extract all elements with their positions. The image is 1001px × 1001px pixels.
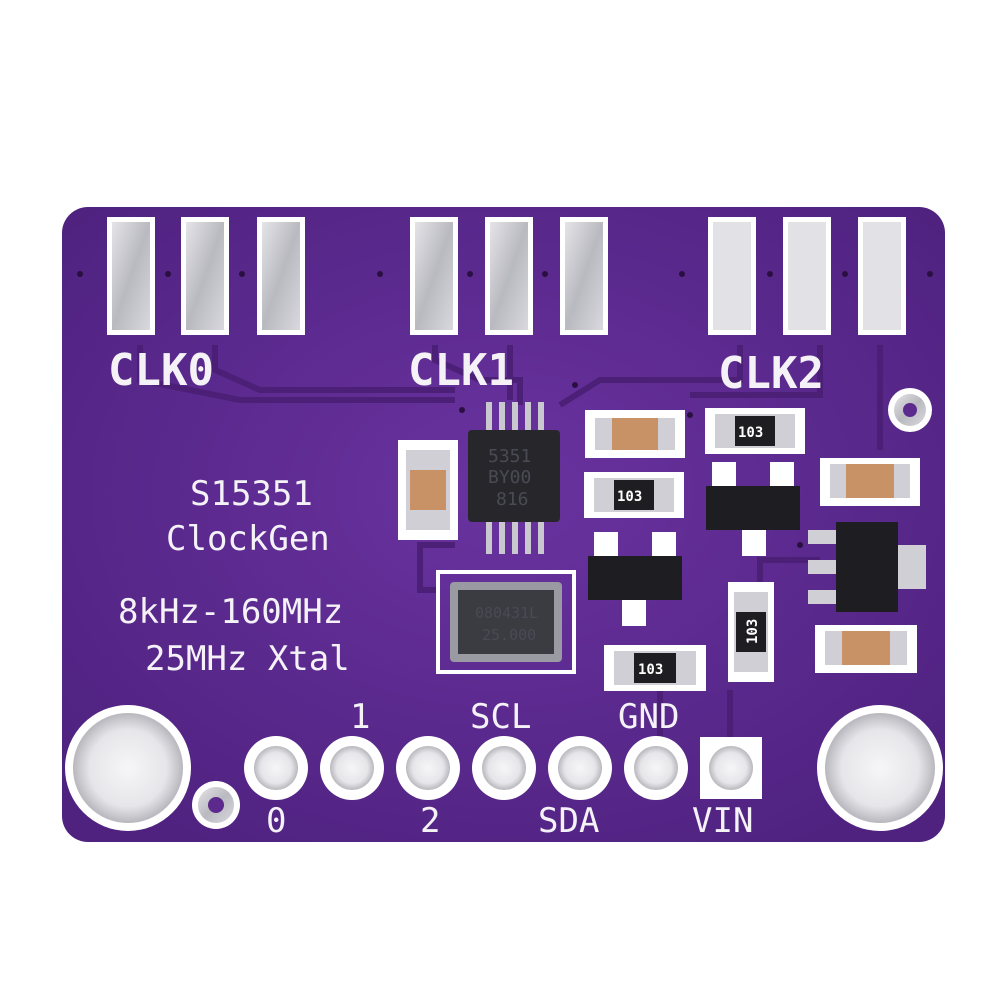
vias bbox=[77, 271, 933, 548]
pin-scl-pad bbox=[472, 736, 536, 800]
pin-2-label: 2 bbox=[420, 801, 440, 841]
ic-marking-line2: BY00 bbox=[488, 467, 531, 488]
pin-vin-label: VIN bbox=[692, 801, 753, 841]
resistor-r3-code: 103 bbox=[638, 662, 663, 678]
pin-2-pad bbox=[396, 736, 460, 800]
mounting-hole-right bbox=[817, 705, 943, 831]
resistor-r1: 103 bbox=[705, 408, 805, 454]
crystal-label: 25MHz Xtal bbox=[145, 639, 350, 679]
clk2-pads bbox=[708, 217, 906, 335]
resistor-r3: 103 bbox=[604, 645, 706, 691]
chip-name-label: S15351 bbox=[190, 474, 313, 514]
crystal-oscillator: 080431L 25.000 bbox=[436, 570, 576, 674]
transistor-q2 bbox=[588, 532, 682, 626]
pin-sda-pad bbox=[548, 736, 612, 800]
si5351-ic: 5351 BY00 816 bbox=[468, 402, 560, 554]
resistor-r1-code: 103 bbox=[738, 425, 763, 441]
pin-0-label: 0 bbox=[266, 801, 286, 841]
clk0-pads bbox=[107, 217, 305, 335]
clockgen-label: ClockGen bbox=[166, 519, 330, 559]
resistor-r2-code: 103 bbox=[617, 489, 642, 505]
pin-vin-pad bbox=[700, 737, 762, 799]
pin-1-pad bbox=[320, 736, 384, 800]
capacitor-left bbox=[398, 440, 458, 540]
pin-gnd-label: GND bbox=[618, 697, 679, 737]
resistor-r4-code: 103 bbox=[745, 619, 761, 644]
ic-marking-line3: 816 bbox=[496, 489, 529, 510]
voltage-regulator bbox=[808, 522, 926, 612]
resistor-r2: 103 bbox=[584, 472, 684, 518]
small-mounting-hole-top bbox=[888, 388, 932, 432]
clk1-label: CLK1 bbox=[408, 345, 514, 396]
pin-sda-label: SDA bbox=[538, 801, 599, 841]
mounting-hole-left bbox=[65, 705, 240, 831]
ic-marking-line1: 5351 bbox=[488, 446, 531, 467]
resistor-r4: 103 bbox=[728, 582, 774, 682]
crystal-marking-line1: 080431L bbox=[475, 604, 538, 622]
transistor-q1 bbox=[706, 462, 800, 556]
clk1-pads bbox=[410, 217, 608, 335]
frequency-range-label: 8kHz-160MHz bbox=[118, 592, 343, 632]
pin-gnd-pad bbox=[624, 736, 688, 800]
pin-scl-label: SCL bbox=[470, 697, 531, 737]
capacitor-right-top bbox=[820, 458, 920, 506]
capacitor-top bbox=[585, 410, 685, 458]
capacitor-right-bottom bbox=[815, 625, 917, 673]
pin-0-pad bbox=[244, 736, 308, 800]
crystal-marking-line2: 25.000 bbox=[482, 626, 536, 644]
clk0-label: CLK0 bbox=[108, 345, 214, 396]
header-pins bbox=[244, 736, 762, 800]
pin-1-label: 1 bbox=[350, 697, 370, 737]
clk2-label: CLK2 bbox=[718, 348, 824, 399]
